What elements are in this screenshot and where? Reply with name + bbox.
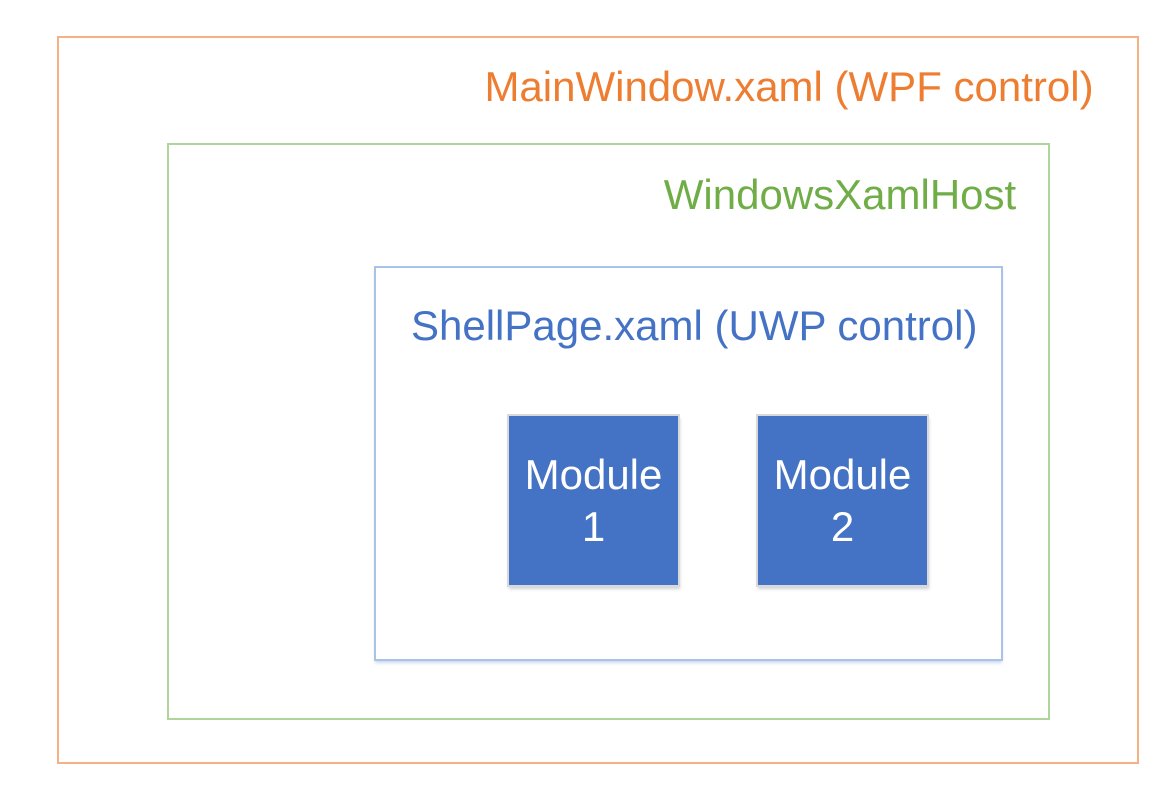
module-2-label: Module 2 — [774, 449, 912, 553]
module-2-label-line1: Module — [773, 450, 912, 498]
mainwindow-box: MainWindow.xaml (WPF control) WindowsXam… — [57, 36, 1139, 764]
windowsxamlhost-label: WindowsXamlHost — [663, 171, 1017, 218]
windowsxamlhost-box: WindowsXamlHost ShellPage.xaml (UWP cont… — [167, 143, 1050, 720]
module-2-label-line2: 2 — [830, 502, 855, 550]
mainwindow-label: MainWindow.xaml (WPF control) — [484, 63, 1094, 110]
module-1-box: Module 1 — [507, 414, 680, 587]
module-1-label-line1: Module — [524, 450, 663, 498]
module-1-label-line2: 1 — [581, 502, 606, 550]
module-1-label: Module 1 — [525, 449, 663, 553]
shellpage-box: ShellPage.xaml (UWP control) Module 1 Mo… — [374, 266, 1003, 661]
shellpage-label: ShellPage.xaml (UWP control) — [411, 302, 978, 349]
module-2-box: Module 2 — [756, 414, 929, 587]
